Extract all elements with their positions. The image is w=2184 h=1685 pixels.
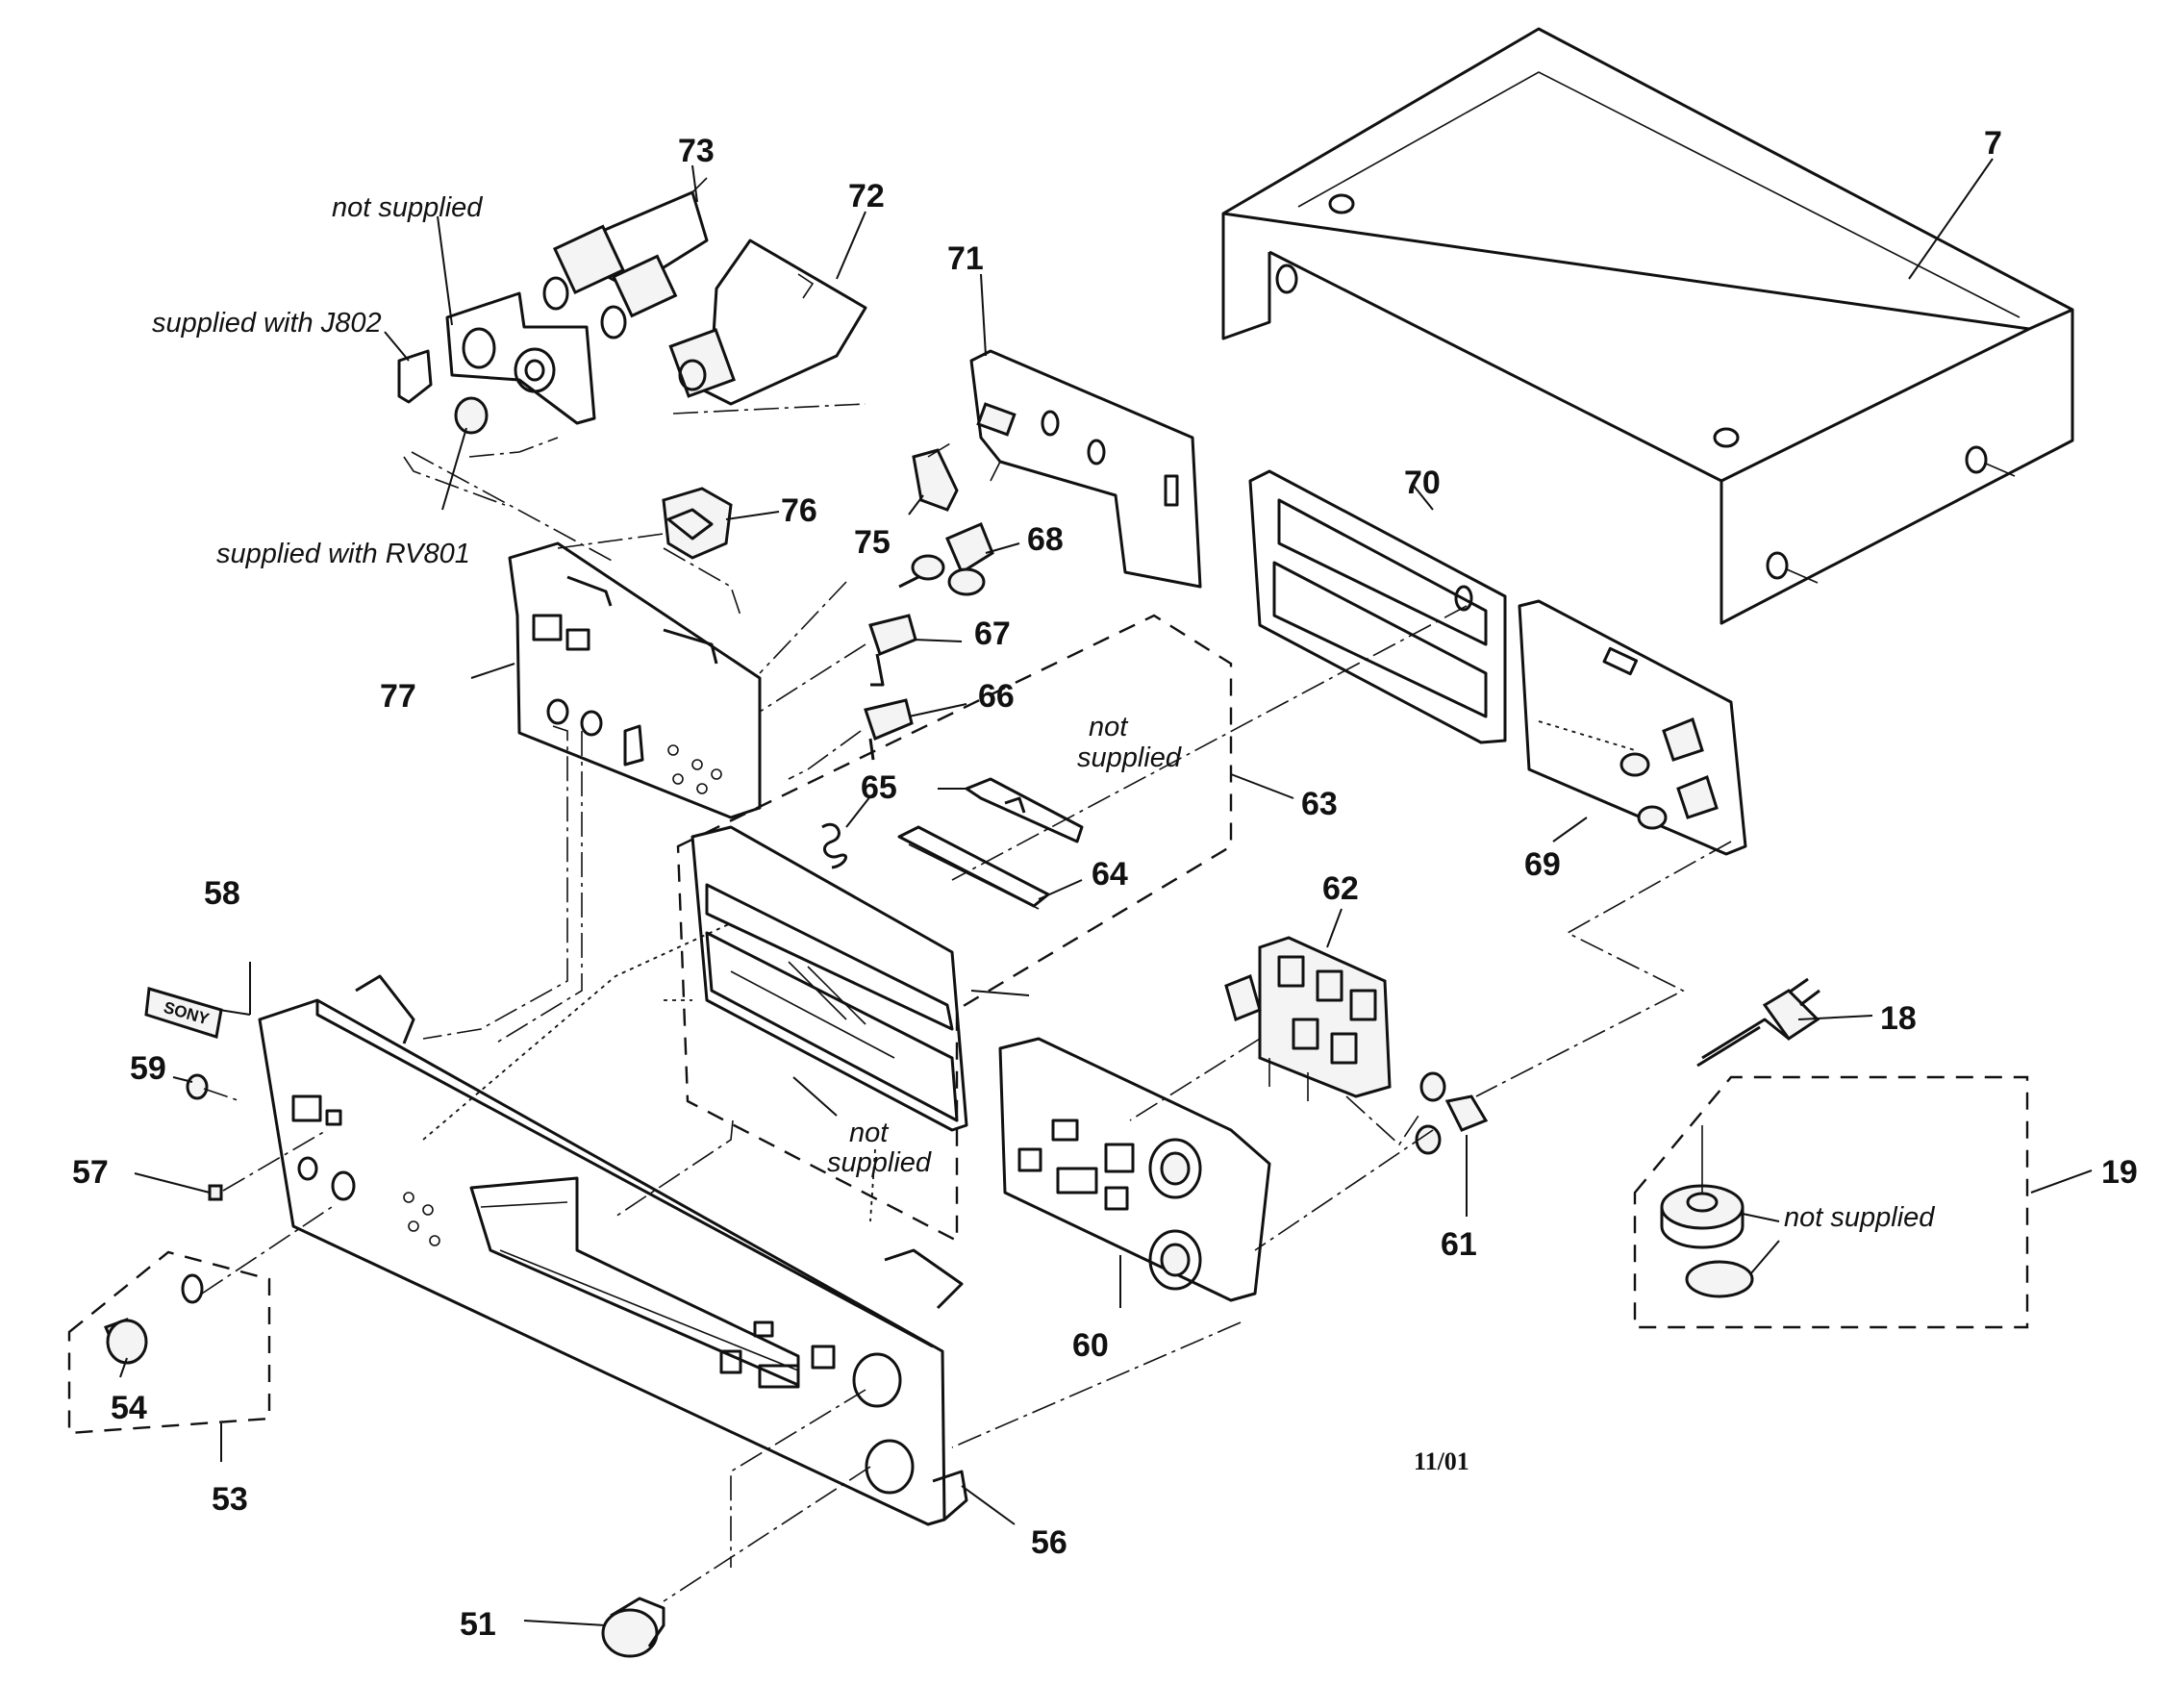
callout-73: 73 bbox=[678, 133, 715, 169]
note-not-mid-2: supplied bbox=[1077, 742, 1182, 773]
callout-68: 68 bbox=[1027, 521, 1064, 558]
callout-58: 58 bbox=[204, 875, 240, 912]
callout-66: 66 bbox=[978, 678, 1015, 715]
led-pair-part bbox=[1415, 1071, 1489, 1155]
logo-badge-part bbox=[144, 987, 223, 1039]
callout-65: 65 bbox=[861, 769, 897, 806]
callout-18: 18 bbox=[1880, 1000, 1917, 1037]
display-frame-part bbox=[1248, 469, 1507, 744]
tray-assembly-group bbox=[676, 614, 1233, 1243]
callout-69: 69 bbox=[1524, 846, 1561, 883]
sub-chassis-part bbox=[508, 541, 762, 819]
right-sub-panel-part bbox=[998, 1037, 1271, 1302]
note-not-tray-1: not bbox=[849, 1118, 890, 1148]
callout-64: 64 bbox=[1092, 856, 1128, 893]
note-not-supplied-top: not supplied bbox=[332, 192, 483, 223]
callout-61: 61 bbox=[1441, 1226, 1477, 1263]
callout-67: 67 bbox=[974, 616, 1011, 652]
callout-59: 59 bbox=[130, 1050, 166, 1087]
knob-group bbox=[67, 1250, 271, 1435]
assembly-lines bbox=[201, 403, 1732, 1602]
small-board-part bbox=[668, 239, 867, 406]
side-pcb-part bbox=[1518, 599, 1747, 856]
bracket-not-supplied-part bbox=[965, 777, 1084, 843]
note-not-mid-1: not bbox=[1089, 712, 1129, 742]
date-code: 11/01 bbox=[1414, 1447, 1469, 1475]
callout-19: 19 bbox=[2101, 1154, 2138, 1191]
feet-group bbox=[1633, 1075, 2029, 1329]
callout-53: 53 bbox=[212, 1481, 248, 1518]
callout-54: 54 bbox=[111, 1390, 147, 1426]
callout-7: 7 bbox=[1984, 125, 2002, 162]
callout-51: 51 bbox=[460, 1606, 496, 1643]
switch-assembly-part bbox=[1224, 936, 1392, 1101]
callout-56: 56 bbox=[1031, 1524, 1067, 1561]
rear-pcb-plate-part bbox=[969, 349, 1202, 589]
power-cord-part bbox=[1696, 977, 1820, 1068]
note-supplied-with-j802: supplied with J802 bbox=[152, 308, 382, 339]
callout-70: 70 bbox=[1404, 465, 1441, 501]
callout-75: 75 bbox=[854, 524, 891, 561]
rca-jack-board-part bbox=[542, 177, 709, 340]
callout-57: 57 bbox=[72, 1154, 109, 1191]
button-66-part bbox=[864, 698, 914, 761]
small-cap-part bbox=[186, 1073, 209, 1100]
callout-72: 72 bbox=[848, 178, 885, 214]
callout-71: 71 bbox=[947, 240, 984, 277]
note-not-supplied-feet: not supplied bbox=[1784, 1202, 1935, 1233]
leader-lines bbox=[119, 158, 2093, 1626]
front-panel-part bbox=[258, 974, 968, 1526]
jack-bracket-part bbox=[397, 291, 596, 435]
spring-part bbox=[821, 822, 847, 869]
callout-labels: 7 73 72 71 70 76 75 68 67 66 77 63 65 64… bbox=[72, 125, 2138, 1643]
button-67-part bbox=[868, 614, 917, 687]
top-cover-part bbox=[1221, 27, 2074, 625]
clip-part bbox=[912, 448, 959, 512]
annotation-notes: not supplied supplied with J802 supplied… bbox=[152, 192, 1935, 1475]
push-button-pair-part bbox=[898, 522, 994, 596]
callout-60: 60 bbox=[1072, 1327, 1109, 1364]
tray-front-part bbox=[690, 825, 968, 1132]
callout-62: 62 bbox=[1322, 870, 1359, 907]
callout-77: 77 bbox=[380, 678, 416, 715]
note-not-tray-2: supplied bbox=[827, 1147, 932, 1178]
switch-block-part bbox=[662, 487, 733, 560]
power-button-part bbox=[601, 1597, 665, 1658]
note-supplied-with-rv801: supplied with RV801 bbox=[216, 539, 470, 569]
small-pad-part bbox=[208, 1184, 223, 1201]
callout-76: 76 bbox=[781, 492, 817, 529]
callout-63: 63 bbox=[1301, 786, 1338, 822]
